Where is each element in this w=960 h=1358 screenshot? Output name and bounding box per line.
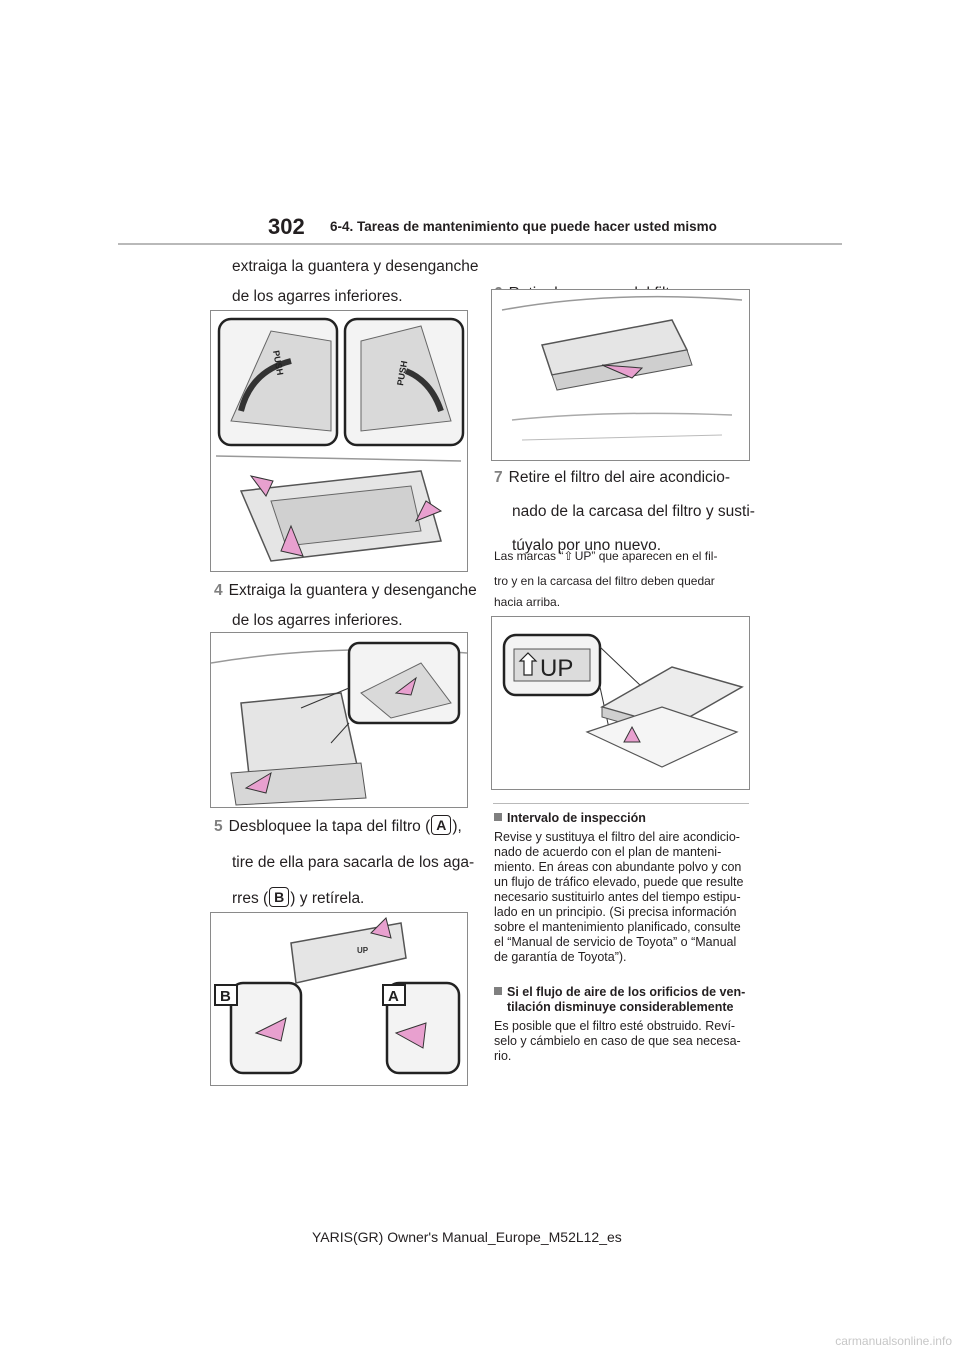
footer-text: YARIS(GR) Owner's Manual_Europe_M52L12_e… <box>312 1229 622 1245</box>
up-mark-note: Las marcas “⇧ UP” que aparecen en el fil… <box>494 546 717 613</box>
section-title: 6-4. Tareas de mantenimiento que puede h… <box>330 219 717 234</box>
header-divider <box>118 243 842 245</box>
body-line: el “Manual de servicio de Toyota” o “Man… <box>494 935 737 949</box>
intro-text: extraiga la guantera y desenganche de lo… <box>232 258 479 305</box>
body-line: miento. En áreas con abundante polvo y c… <box>494 860 742 874</box>
glovebox-removal-illustration <box>211 641 467 806</box>
watermark: carmanualsonline.info <box>835 1334 952 1348</box>
figure-filter-housing <box>491 289 750 461</box>
body-line: lado en un principio. (Si precisa inform… <box>494 905 737 919</box>
body-line: nado de acuerdo con el plan de manteni- <box>494 845 722 859</box>
figure-glovebox-push: PUSH PUSH <box>210 310 468 572</box>
figure-up-mark: UP <box>491 616 750 790</box>
label-b-badge: B <box>269 887 290 907</box>
inspection-section: Intervalo de inspección Revise y sustitu… <box>494 811 750 965</box>
section-divider <box>493 803 749 804</box>
glovebox-push-illustration: PUSH PUSH <box>215 317 465 562</box>
push-label-right: PUSH <box>395 360 409 386</box>
figure-filter-cover: UP B A <box>210 912 468 1086</box>
label-a: A <box>388 988 399 1005</box>
up-label: UP <box>540 655 573 682</box>
inspection-title: Intervalo de inspección <box>494 811 750 826</box>
airflow-body: Es posible que el filtro esté obstruido.… <box>494 1019 750 1064</box>
body-line: un flujo de tráfico elevado, puede que r… <box>494 875 744 889</box>
inspection-body: Revise y sustituya el filtro del aire ac… <box>494 830 750 965</box>
step-number: 4 <box>214 582 223 599</box>
body-line: de garantía de Toyota”). <box>494 950 627 964</box>
filter-cover-illustration: UP B A <box>214 917 461 1075</box>
body-line: necesario sustituirlo antes del tiempo e… <box>494 890 741 904</box>
body-line: Revise y sustituya el filtro del aire ac… <box>494 830 740 844</box>
up-mark-illustration: UP <box>502 633 744 768</box>
label-a-badge: A <box>431 815 452 835</box>
page-number: 302 <box>268 214 305 239</box>
body-line: sobre el mantenimiento planificado, cons… <box>494 920 741 934</box>
figure-glovebox-removal <box>210 632 468 808</box>
square-bullet-icon <box>494 813 502 821</box>
body-line: selo y cámbielo en caso de que sea neces… <box>494 1034 741 1048</box>
up-arrow-icon: ⇧ <box>563 549 574 563</box>
step-number: 5 <box>214 818 223 835</box>
airflow-title: Si el flujo de aire de los orificios de … <box>494 985 750 1015</box>
body-line: Es posible que el filtro esté obstruido.… <box>494 1019 736 1033</box>
step-number: 7 <box>494 469 503 486</box>
filter-housing-illustration <box>501 295 743 441</box>
label-b: B <box>220 988 231 1005</box>
square-bullet-icon <box>494 987 502 995</box>
body-line: rio. <box>494 1049 512 1063</box>
up-mark: UP <box>357 946 369 955</box>
push-label-left: PUSH <box>271 350 285 376</box>
airflow-section: Si el flujo de aire de los orificios de … <box>494 985 750 1064</box>
